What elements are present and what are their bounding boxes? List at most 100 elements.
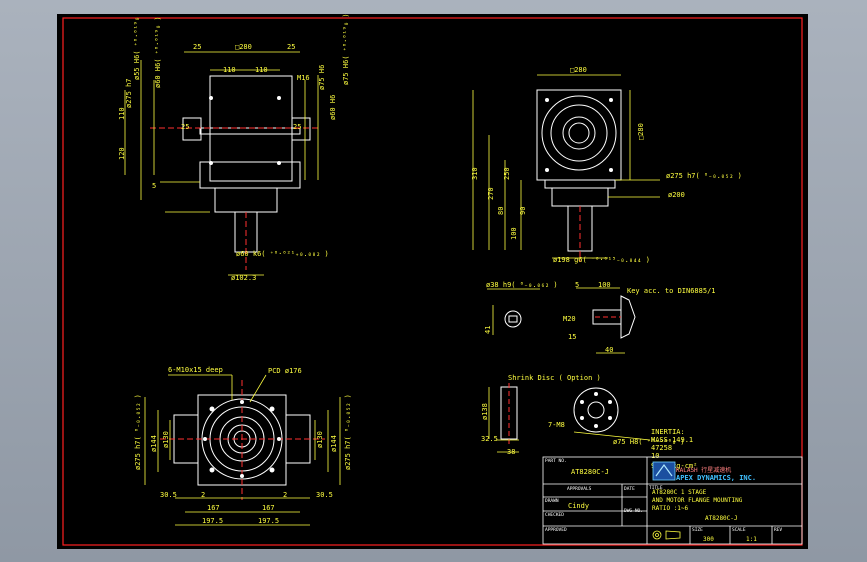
svg-text:15: 15 — [568, 333, 576, 341]
svg-text:47258: 47258 — [651, 444, 672, 452]
svg-text:5: 5 — [152, 182, 156, 190]
svg-text:80: 80 — [497, 207, 505, 215]
svg-text:ø75 H8( ⁺⁰·⁰⁴⁶₀ ): ø75 H8( ⁺⁰·⁰⁴⁶₀ ) — [613, 438, 685, 446]
svg-text:TITLE: TITLE — [649, 485, 663, 491]
bottom-view-texts: 6-M10x15 deep PCD ø176 30.5 30.5 2 2 167… — [134, 366, 352, 525]
svg-text:ø275 h7( ⁰₋₀.₀₅₂ ): ø275 h7( ⁰₋₀.₀₅₂ ) — [344, 394, 352, 470]
side-view-dim-texts: □280 ø275 h7( ⁰₋₀.₀₅₂ ) ø200 ø198 g6( ⁻⁰… — [471, 66, 742, 264]
svg-text:SCALE: SCALE — [732, 527, 746, 533]
svg-text:SIZE: SIZE — [692, 527, 703, 533]
svg-text:10: 10 — [651, 452, 659, 460]
svg-text:APEX DYNAMICS, INC.: APEX DYNAMICS, INC. — [676, 474, 756, 482]
svg-text:25: 25 — [287, 43, 295, 51]
shrink-disc-texts: Shrink Disc ( Option ) 7-M8 ø75 H8( ⁺⁰·⁰… — [481, 374, 685, 456]
svg-text:2: 2 — [283, 491, 287, 499]
svg-text:ø102.3: ø102.3 — [231, 274, 256, 282]
svg-text:APPROVALS: APPROVALS — [567, 486, 592, 492]
svg-text:ø275 h7( ⁰₋₀.₀₅₂ ): ø275 h7( ⁰₋₀.₀₅₂ ) — [134, 394, 142, 470]
svg-text:□280: □280 — [570, 66, 587, 74]
svg-text:APPROVED: APPROVED — [545, 527, 567, 533]
svg-text:M20: M20 — [563, 315, 576, 323]
svg-text:167: 167 — [207, 504, 220, 512]
svg-text:197.5: 197.5 — [258, 517, 279, 525]
front-view — [150, 75, 320, 270]
svg-text:38: 38 — [507, 448, 515, 456]
svg-text:ø130: ø130 — [316, 431, 324, 448]
svg-text:RATIO :1~6: RATIO :1~6 — [652, 505, 689, 512]
svg-text:6-M10x15 deep: 6-M10x15 deep — [168, 366, 223, 374]
svg-text:Key acc. to DIN6885/1: Key acc. to DIN6885/1 — [627, 287, 716, 295]
svg-text:5: 5 — [575, 281, 579, 289]
svg-text:PCD ø176: PCD ø176 — [268, 367, 302, 375]
svg-text:90: 90 — [519, 207, 527, 215]
svg-text:CHECKED: CHECKED — [545, 512, 564, 518]
side-view-dims — [472, 74, 660, 259]
svg-text:270: 270 — [487, 187, 495, 200]
svg-text:KALASH 行星减速机: KALASH 行星减速机 — [676, 466, 731, 474]
side-view — [536, 89, 622, 262]
svg-text:250: 250 — [503, 167, 511, 180]
svg-text:ø60 H6( ⁺⁰·⁰¹⁹₀ ): ø60 H6( ⁺⁰·⁰¹⁹₀ ) — [154, 16, 162, 88]
svg-text:ø275 h7: ø275 h7 — [125, 78, 133, 108]
svg-text:41: 41 — [484, 326, 492, 334]
tb-values: AT8280C-J Cindy KALASH 行星减速机 APEX DYNAMI… — [568, 466, 757, 543]
svg-text:197.5: 197.5 — [202, 517, 223, 525]
svg-text:300: 300 — [703, 536, 714, 543]
side-view-holes — [545, 98, 613, 172]
svg-text:100: 100 — [510, 227, 518, 240]
svg-text:DWG NO.: DWG NO. — [624, 508, 643, 514]
svg-text:Shrink Disc ( Option ): Shrink Disc ( Option ) — [508, 374, 601, 382]
front-view-dims — [124, 51, 319, 276]
tb-labels: PART NO. APPROVALS DRAWN CHECKED APPROVE… — [545, 458, 782, 533]
projection-symbol — [652, 530, 681, 540]
svg-text:1:1: 1:1 — [746, 536, 757, 543]
drawing-sheet[interactable]: 25 □280 25 110 110 M16 ø60 k6( ⁺⁰·⁰²¹₊₀.… — [57, 14, 808, 549]
svg-text:ø75 H6: ø75 H6 — [318, 65, 326, 90]
svg-text:ø75 H6( ⁺⁰·⁰¹⁹₀ ): ø75 H6( ⁺⁰·⁰¹⁹₀ ) — [342, 14, 350, 85]
shaft-detail-dims — [487, 287, 625, 354]
bottom-view-holes — [203, 400, 281, 478]
svg-text:ø198 g6( ⁻⁰·⁰¹⁵₋₀.₀₄₄ ): ø198 g6( ⁻⁰·⁰¹⁵₋₀.₀₄₄ ) — [553, 256, 650, 264]
svg-text:DATE: DATE — [624, 486, 635, 492]
svg-text:ø275 h7( ⁰₋₀.₀₅₂ ): ø275 h7( ⁰₋₀.₀₅₂ ) — [666, 172, 742, 180]
svg-text:40: 40 — [605, 346, 613, 354]
sheet-border — [62, 17, 803, 546]
shrink-disc — [500, 383, 619, 444]
svg-text:ø60 k6( ⁺⁰·⁰²¹₊₀.₀₀₂ ): ø60 k6( ⁺⁰·⁰²¹₊₀.₀₀₂ ) — [236, 250, 329, 258]
svg-text:AT8280C 1 STAGE: AT8280C 1 STAGE — [652, 489, 707, 496]
svg-text:ø144: ø144 — [150, 435, 158, 452]
svg-text:ø38 h9( ⁰₋₀.₀₆₂ ): ø38 h9( ⁰₋₀.₀₆₂ ) — [486, 281, 558, 289]
svg-text:167: 167 — [262, 504, 275, 512]
svg-text:110: 110 — [255, 66, 268, 74]
svg-text:AT8280C-J: AT8280C-J — [705, 515, 738, 522]
svg-text:ø55 H6( ⁺⁰·⁰¹⁹₀ ): ø55 H6( ⁺⁰·⁰¹⁹₀ ) — [133, 14, 141, 80]
svg-text:INERTIA:: INERTIA: — [651, 428, 685, 436]
svg-text:PART NO.: PART NO. — [545, 458, 567, 464]
bottom-view-dims — [144, 374, 341, 526]
drawing-canvas[interactable]: 25 □280 25 110 110 M16 ø60 k6( ⁺⁰·⁰²¹₊₀.… — [57, 14, 808, 549]
svg-text:ø130: ø130 — [162, 431, 170, 448]
svg-text:ø144: ø144 — [330, 435, 338, 452]
svg-text:2: 2 — [201, 491, 205, 499]
svg-text:DRAWN: DRAWN — [545, 498, 559, 504]
svg-text:7-M8: 7-M8 — [548, 421, 565, 429]
shrink-disc-holes — [580, 392, 612, 428]
svg-text:32.5: 32.5 — [481, 435, 498, 443]
shaft-detail-texts: ø38 h9( ⁰₋₀.₀₆₂ ) 5 100 Key acc. to DIN6… — [484, 281, 716, 354]
svg-text:100: 100 — [598, 281, 611, 289]
svg-text:M16: M16 — [297, 74, 310, 82]
shaft-detail — [504, 295, 636, 339]
front-view-holes — [209, 96, 281, 165]
svg-text:25: 25 — [193, 43, 201, 51]
svg-text:ø200: ø200 — [668, 191, 685, 199]
svg-text:25: 25 — [181, 123, 189, 131]
shrink-disc-dims — [488, 387, 651, 453]
svg-text:30.5: 30.5 — [160, 491, 177, 499]
svg-text:25: 25 — [293, 123, 301, 131]
bottom-view — [160, 380, 325, 500]
svg-text:ø60 H6: ø60 H6 — [329, 95, 337, 120]
svg-text:110: 110 — [223, 66, 236, 74]
svg-text:REV: REV — [774, 527, 782, 533]
front-view-dim-texts: 25 □280 25 110 110 M16 ø60 k6( ⁺⁰·⁰²¹₊₀.… — [118, 14, 350, 282]
